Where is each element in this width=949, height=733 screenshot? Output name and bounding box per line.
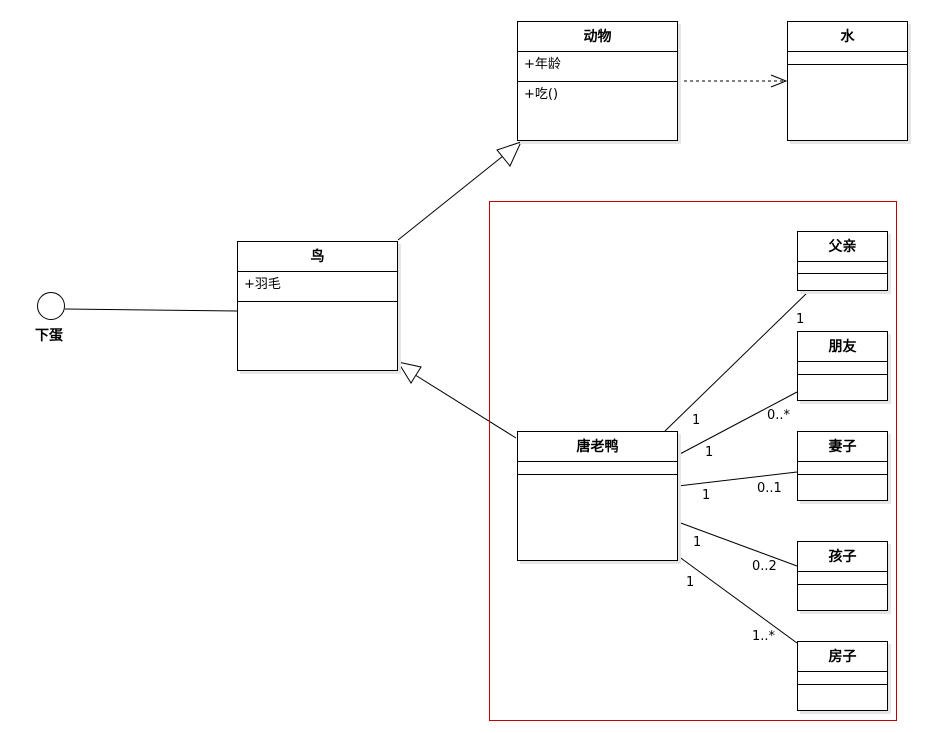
class-friend-attributes xyxy=(798,362,887,375)
mult-wife-duck: 1 xyxy=(702,488,711,503)
class-duck[interactable]: 唐老鸭 xyxy=(517,431,678,561)
mult-friend-near: 0..* xyxy=(767,408,791,423)
duck-house-association xyxy=(677,555,798,644)
mult-father-duck: 1 xyxy=(692,413,701,428)
class-duck-attributes xyxy=(518,462,677,475)
class-father[interactable]: 父亲 xyxy=(797,231,888,291)
class-house-attributes xyxy=(798,672,887,685)
interface-line xyxy=(64,308,238,312)
mult-friend-duck: 1 xyxy=(705,445,714,460)
bird-animal-generalization-arrow xyxy=(496,141,522,167)
class-father-attributes xyxy=(798,262,887,274)
mult-child-duck: 1 xyxy=(693,535,702,550)
class-bird[interactable]: 鸟 +羽毛 xyxy=(237,241,398,371)
class-wife-name: 妻子 xyxy=(798,432,887,462)
class-wife-attributes xyxy=(798,462,887,475)
class-animal-name: 动物 xyxy=(518,22,677,52)
class-house[interactable]: 房子 xyxy=(797,641,888,711)
class-wife[interactable]: 妻子 xyxy=(797,431,888,501)
class-father-methods xyxy=(798,274,887,290)
duck-child-association xyxy=(677,521,798,567)
mult-father-near: 1 xyxy=(796,312,805,327)
duck-bird-generalization-line xyxy=(411,372,517,439)
duck-friend-association xyxy=(677,391,798,456)
group-frame xyxy=(489,201,897,721)
class-water-attributes xyxy=(788,52,907,65)
class-friend-methods xyxy=(798,375,887,400)
class-wife-methods xyxy=(798,475,887,500)
class-friend[interactable]: 朋友 xyxy=(797,331,888,401)
class-duck-name: 唐老鸭 xyxy=(518,432,677,462)
mult-wife-near: 0..1 xyxy=(757,481,782,496)
mult-house-duck: 1 xyxy=(686,575,695,590)
mult-house-near: 1..* xyxy=(752,629,776,644)
class-animal[interactable]: 动物 +年龄 +吃() xyxy=(517,21,678,141)
class-bird-methods xyxy=(238,302,397,370)
mult-child-near: 0..2 xyxy=(752,559,777,574)
class-child-attributes xyxy=(798,572,887,585)
duck-father-association xyxy=(664,290,810,432)
class-water-methods xyxy=(788,65,907,140)
duck-wife-association xyxy=(677,471,798,487)
class-child[interactable]: 孩子 xyxy=(797,541,888,611)
duck-bird-generalization-arrow xyxy=(396,361,422,384)
class-house-name: 房子 xyxy=(798,642,887,672)
class-animal-attributes: +年龄 xyxy=(518,52,677,82)
animal-water-dependency-arrow xyxy=(770,74,788,88)
class-house-methods xyxy=(798,685,887,710)
class-child-name: 孩子 xyxy=(798,542,887,572)
interface-label: 下蛋 xyxy=(35,328,63,344)
class-father-name: 父亲 xyxy=(798,232,887,262)
interface-circle[interactable] xyxy=(37,292,65,320)
class-bird-name: 鸟 xyxy=(238,242,397,272)
bird-animal-generalization-line xyxy=(397,151,509,241)
class-animal-methods: +吃() xyxy=(524,87,559,102)
class-water-name: 水 xyxy=(788,22,907,52)
class-friend-name: 朋友 xyxy=(798,332,887,362)
class-bird-attributes: +羽毛 xyxy=(238,272,397,302)
class-water[interactable]: 水 xyxy=(787,21,908,141)
class-child-methods xyxy=(798,585,887,610)
class-duck-methods xyxy=(518,475,677,560)
